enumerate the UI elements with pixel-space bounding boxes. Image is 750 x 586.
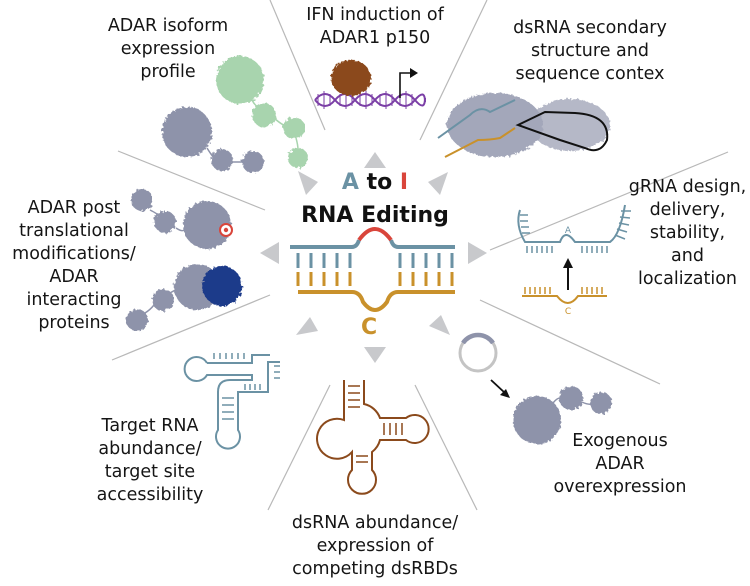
word-to: to — [366, 170, 393, 195]
divider-line — [269, 0, 326, 131]
linker — [552, 397, 593, 405]
dsrna-gold-strand — [444, 127, 516, 158]
target-rna-structure-icon — [183, 353, 280, 450]
label-target-rna: Target RNA abundance/ target site access… — [96, 416, 204, 505]
arrow-down-right-icon — [429, 315, 450, 335]
divider-line — [414, 384, 478, 511]
grna-target-base-letter: A — [565, 226, 572, 236]
competing-dsrna-icon — [316, 380, 430, 495]
arrow-up-left-icon — [298, 171, 318, 195]
center-title-line2: RNA Editing — [301, 203, 449, 228]
guide-strand — [298, 290, 455, 312]
label-exogenous: Exogenous ADAR overexpression — [553, 431, 687, 497]
up-arrowhead — [563, 258, 573, 268]
outward-arrows — [260, 152, 487, 363]
arrow-up-right-icon — [428, 172, 448, 195]
center-title-line1: A to I — [300, 170, 450, 196]
center-dsrna-duplex — [290, 227, 455, 312]
arrow-left-icon — [260, 242, 279, 264]
arrow-up-icon — [364, 152, 386, 168]
grna-guide-base-letter: C — [565, 307, 571, 317]
linker — [251, 99, 299, 151]
divider-line — [267, 384, 331, 511]
target-strand — [389, 239, 455, 249]
adar1-p150-green-icon — [216, 56, 308, 168]
label-ifn: IFN induction of ADAR1 p150 — [306, 5, 444, 48]
grna-design-icon: A C — [517, 204, 631, 317]
linker — [144, 289, 177, 314]
adar-protein-icon — [131, 189, 231, 249]
adar-gray-icon — [162, 107, 264, 173]
dsrna-structure-icon — [437, 93, 610, 158]
hairpin-black — [515, 110, 609, 152]
ptm-mark-dot — [223, 227, 229, 233]
divider-line — [419, 0, 488, 141]
letter-i: I — [399, 170, 409, 195]
expression-arrowhead — [500, 389, 510, 398]
target-base-ticks — [296, 253, 454, 268]
transcription-start-arrow-icon — [399, 72, 412, 98]
target-strand — [290, 239, 361, 249]
adar-bound-protein — [447, 93, 543, 157]
interacting-protein-icon — [202, 266, 242, 306]
divider-line — [111, 294, 271, 361]
label-grna: gRNA design, delivery, stability, and lo… — [628, 177, 747, 289]
linker — [206, 147, 243, 163]
expression-arrow-icon — [490, 379, 506, 394]
grna-ticks — [520, 210, 631, 253]
arrow-right-icon — [468, 242, 487, 264]
dna-helix-icon — [314, 91, 426, 109]
arrowhead — [410, 68, 418, 78]
sector-dividers — [111, 0, 729, 511]
grna-guide-strand — [522, 295, 607, 304]
ifn-induction-icon — [314, 60, 426, 109]
arrow-down-left-icon — [296, 317, 318, 335]
plasmid-insert — [461, 332, 495, 345]
letter-a: A — [341, 170, 359, 195]
divider-line — [117, 150, 266, 211]
linker — [149, 209, 185, 232]
label-dsrna-structure: dsRNA secondary structure and sequence c… — [513, 18, 667, 84]
arrow-down-icon — [364, 347, 386, 363]
grna-guide-ticks — [524, 287, 603, 294]
grna-target-strand — [517, 204, 626, 243]
adar-protein-icon — [513, 386, 612, 444]
adar-ptm-icons — [126, 189, 242, 331]
edited-base-label: C — [361, 315, 378, 340]
exogenous-adar-icon — [458, 332, 612, 444]
adar-isoform-icons — [162, 56, 308, 173]
label-isoform: ADAR isoform expression profile — [107, 16, 229, 82]
guide-base-ticks — [296, 272, 454, 286]
edited-adenosine-bulge — [357, 227, 393, 242]
label-ptm: ADAR post translational modifications/ A… — [12, 198, 136, 333]
divider-line — [479, 299, 661, 385]
ifn-transcription-factor-icon — [331, 60, 371, 96]
dsrna-blue-strand — [437, 99, 516, 139]
label-dsrna-abundance: dsRNA abundance/ expression of competing… — [291, 513, 459, 579]
